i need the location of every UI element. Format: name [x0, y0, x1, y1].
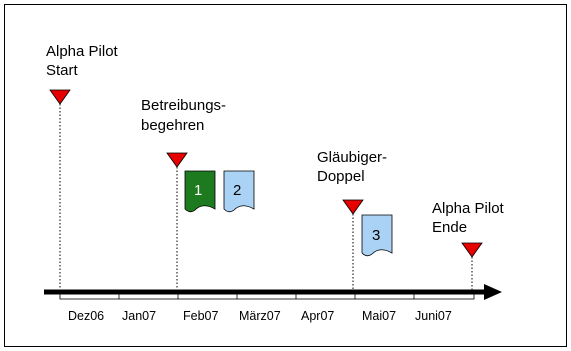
- document-shape: [361, 214, 393, 257]
- milestone-label-line1: Betreibungs-: [141, 97, 226, 114]
- document-1-icon: 1: [184, 170, 216, 213]
- milestone-label-line2: Doppel: [317, 168, 365, 185]
- milestone-label-line2: Start: [46, 62, 79, 79]
- milestone-label-line1: Gläubiger-: [317, 149, 387, 166]
- month-label-mai07: Mai07: [362, 309, 396, 323]
- month-label-dez06: Dez06: [68, 309, 104, 323]
- document-shape: [223, 170, 255, 213]
- month-label-maerz07: März07: [239, 309, 281, 323]
- milestone-label-line2: begehren: [141, 117, 204, 134]
- timeline-arrowhead-icon: [484, 284, 502, 300]
- milestone-label-line1: Alpha Pilot: [46, 43, 119, 60]
- document-3-icon: 3: [361, 214, 393, 257]
- milestone-marker-icon: [461, 242, 483, 258]
- document-number: 2: [233, 182, 241, 199]
- month-labels: Dez06 Jan07 Feb07 März07 Apr07 Mai07 Jun…: [68, 309, 452, 323]
- document-number: 3: [372, 227, 380, 244]
- document-2-icon: 2: [223, 170, 255, 213]
- month-label-feb07: Feb07: [183, 309, 218, 323]
- milestone-alpha-pilot-ende: Alpha Pilot Ende: [432, 200, 505, 298]
- milestone-marker-icon: [166, 152, 188, 168]
- document-number: 1: [194, 182, 202, 199]
- month-label-jan07: Jan07: [122, 309, 156, 323]
- month-label-juni07: Juni07: [415, 309, 452, 323]
- milestone-marker-icon: [49, 89, 71, 105]
- milestone-alpha-pilot-start: Alpha Pilot Start: [46, 43, 119, 298]
- milestone-betreibungsbegehren: Betreibungs- begehren: [141, 97, 226, 298]
- milestone-label-line2: Ende: [432, 219, 467, 236]
- milestone-glaeubiger-doppel: Gläubiger- Doppel: [317, 149, 387, 298]
- timeline-axis: [44, 284, 502, 300]
- diagram-frame: [4, 4, 567, 347]
- milestone-marker-icon: [342, 199, 364, 215]
- month-label-apr07: Apr07: [301, 309, 334, 323]
- milestone-label-line1: Alpha Pilot: [432, 200, 505, 217]
- document-shape: [184, 170, 216, 213]
